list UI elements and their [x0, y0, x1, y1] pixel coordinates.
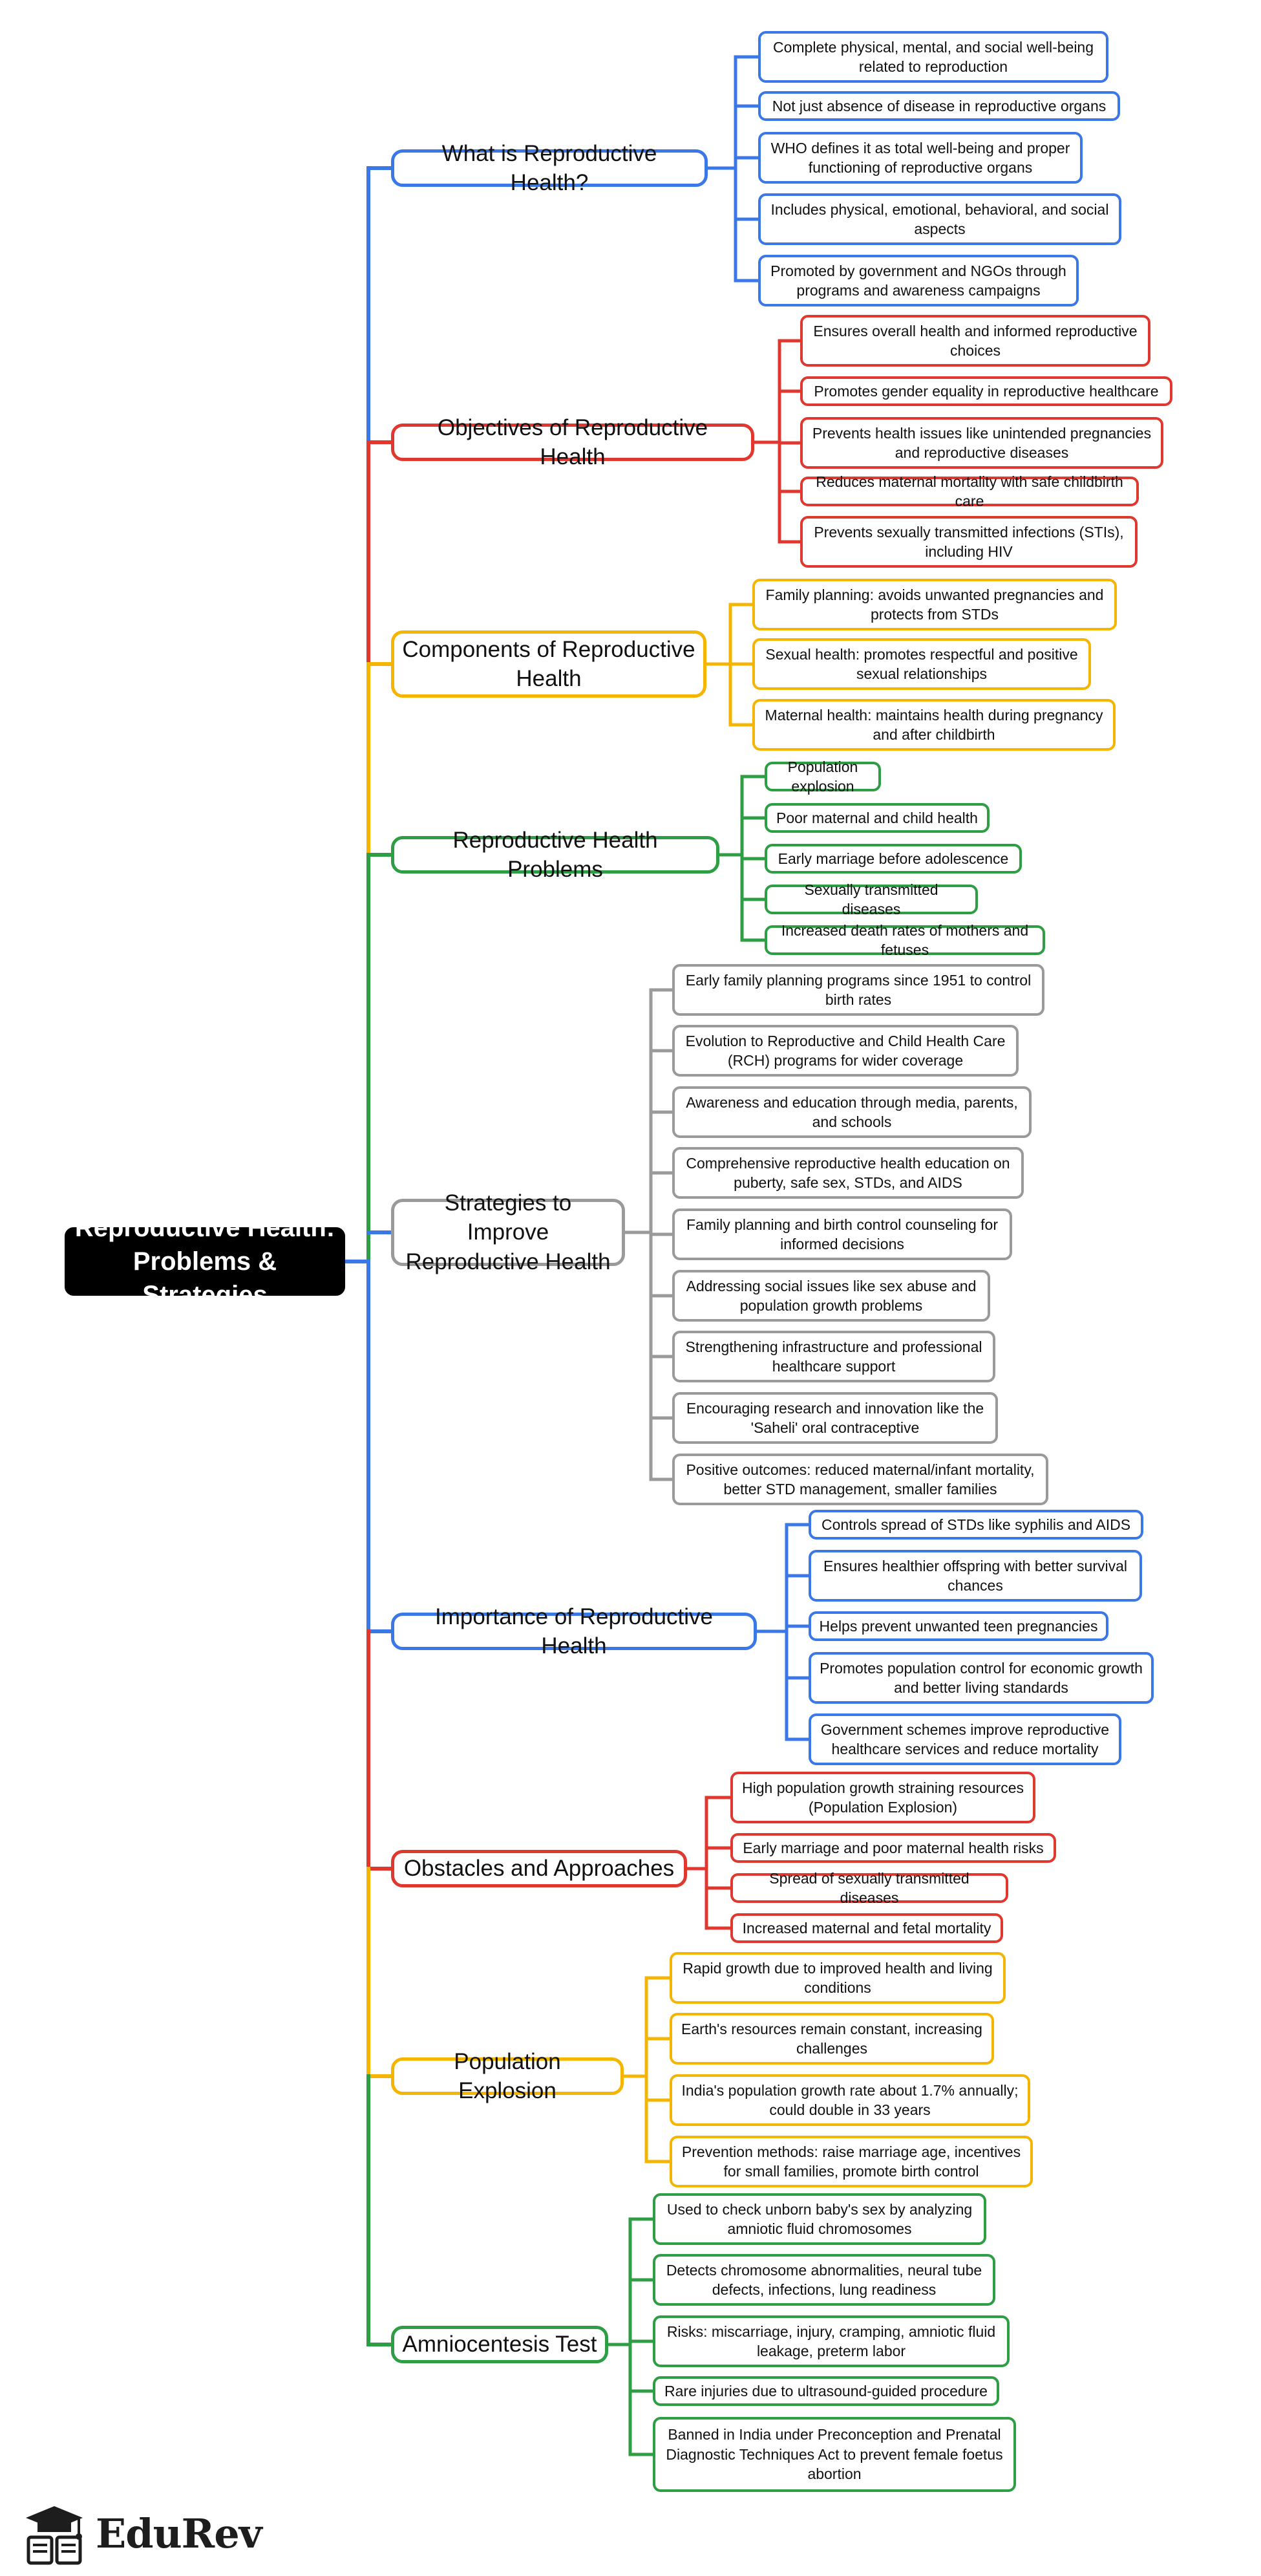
leaf-node: Detects chromosome abnormalities, neural… — [653, 2254, 995, 2306]
branch-node: Population Explosion — [391, 2049, 624, 2103]
leaf-node: Risks: miscarriage, injury, cramping, am… — [653, 2315, 1010, 2367]
leaf-node: Complete physical, mental, and social we… — [758, 31, 1108, 83]
leaf-node: Controls spread of STDs like syphilis an… — [809, 1510, 1143, 1540]
branch-node: Obstacles and Approaches — [391, 1850, 687, 1887]
leaf-node: Banned in India under Preconception and … — [653, 2417, 1016, 2492]
leaf-node: Promotes population control for economic… — [809, 1652, 1154, 1704]
leaf-node: Prevents sexually transmitted infections… — [800, 516, 1138, 568]
leaf-node: Includes physical, emotional, behavioral… — [758, 193, 1121, 245]
leaf-node: Positive outcomes: reduced maternal/infa… — [672, 1454, 1048, 1505]
leaf-node: Sexual health: promotes respectful and p… — [752, 638, 1091, 690]
leaf-node: High population growth straining resourc… — [730, 1772, 1035, 1823]
leaf-node: Ensures healthier offspring with better … — [809, 1550, 1142, 1602]
leaf-node: Helps prevent unwanted teen pregnancies — [809, 1611, 1108, 1641]
leaf-node: Comprehensive reproductive health educat… — [672, 1147, 1024, 1199]
branch-node: Components of Reproductive Health — [391, 630, 706, 698]
branch-node: Reproductive Health Problems — [391, 828, 719, 882]
leaf-node: Evolution to Reproductive and Child Heal… — [672, 1025, 1019, 1077]
leaf-node: Rapid growth due to improved health and … — [670, 1952, 1006, 2004]
logo-text: EduRev — [96, 2509, 262, 2557]
leaf-node: India's population growth rate about 1.7… — [670, 2074, 1030, 2126]
leaf-node: Increased death rates of mothers and fet… — [765, 922, 1045, 958]
leaf-node: Increased maternal and fetal mortality — [730, 1913, 1003, 1943]
leaf-node: Sexually transmitted diseases — [765, 881, 978, 918]
leaf-node: Encouraging research and innovation like… — [672, 1392, 998, 1444]
leaf-node: Reduces maternal mortality with safe chi… — [800, 473, 1139, 510]
leaf-node: Early marriage and poor maternal health … — [730, 1833, 1056, 1863]
leaf-node: Government schemes improve reproductive … — [809, 1713, 1121, 1765]
branch-node: What is Reproductive Health? — [391, 141, 708, 195]
leaf-node: Early family planning programs since 195… — [672, 964, 1044, 1016]
leaf-node: Family planning: avoids unwanted pregnan… — [752, 579, 1117, 630]
leaf-node: Ensures overall health and informed repr… — [800, 315, 1150, 367]
leaf-node: Strengthening infrastructure and profess… — [672, 1331, 995, 1382]
branch-node: Importance of Reproductive Health — [391, 1604, 757, 1658]
leaf-node: Rare injuries due to ultrasound-guided p… — [653, 2376, 999, 2406]
leaf-node: Spread of sexually transmitted diseases — [730, 1870, 1008, 1906]
leaf-node: Maternal health: maintains health during… — [752, 699, 1116, 751]
leaf-node: Addressing social issues like sex abuse … — [672, 1270, 990, 1322]
branch-node: Amniocentesis Test — [391, 2326, 608, 2363]
branch-node: Strategies to Improve Reproductive Healt… — [391, 1190, 625, 1274]
leaf-node: Prevention methods: raise marriage age, … — [670, 2136, 1033, 2187]
edurev-logo: EduRev — [23, 2501, 262, 2566]
leaf-node: Prevents health issues like unintended p… — [800, 417, 1163, 469]
leaf-node: Poor maternal and child health — [765, 803, 990, 833]
leaf-node: Promotes gender equality in reproductive… — [800, 376, 1172, 406]
leaf-node: Early marriage before adolescence — [765, 844, 1022, 874]
leaf-node: Not just absence of disease in reproduct… — [758, 91, 1120, 121]
leaf-node: Population explosion — [765, 758, 881, 795]
branch-node: Objectives of Reproductive Health — [391, 415, 754, 469]
leaf-node: Used to check unborn baby's sex by analy… — [653, 2193, 986, 2245]
graduation-cap-book-icon — [26, 2506, 83, 2565]
leaf-node: Earth's resources remain constant, incre… — [670, 2013, 994, 2065]
leaf-node: WHO defines it as total well-being and p… — [758, 132, 1083, 184]
leaf-node: Promoted by government and NGOs through … — [758, 255, 1079, 306]
leaf-node: Family planning and birth control counse… — [672, 1208, 1012, 1260]
leaf-node: Awareness and education through media, p… — [672, 1086, 1032, 1138]
root-node: Reproductive Health: Problems & Strategi… — [65, 1214, 345, 1309]
